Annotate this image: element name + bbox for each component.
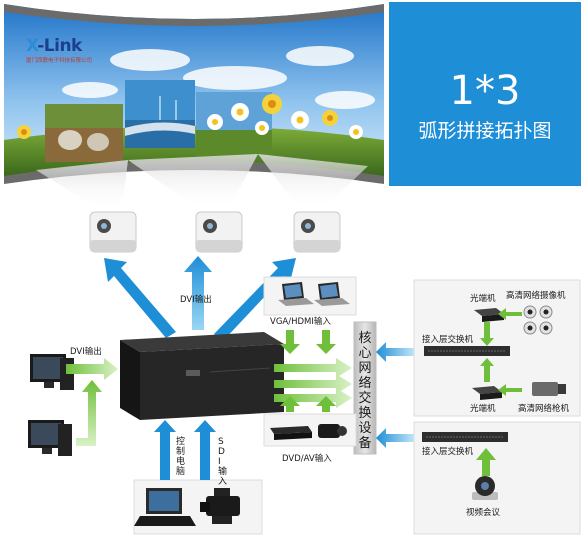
camera-sdi [200, 488, 240, 524]
arrows-vga-hdmi-down [280, 330, 336, 354]
optical-device-bottom [472, 386, 502, 400]
daisy-decorations [17, 94, 363, 139]
title-panel: 1*3 弧形拼接拓扑图 [389, 2, 581, 186]
logo-subtitle: 厦门西联电子科技有限公司 [26, 58, 93, 64]
conference-camera [472, 476, 498, 500]
logo-text: -Link [37, 36, 82, 56]
projector-right [293, 211, 341, 253]
arrow-lower-to-core [376, 428, 414, 448]
laptop-left [278, 282, 314, 306]
monitor-pc-bottom [28, 420, 72, 456]
inset-photo-daisies [196, 92, 272, 156]
arrow-sdi-up [194, 420, 216, 480]
access-switch-top [424, 346, 510, 356]
arrows-core-to-controller [274, 358, 352, 408]
bullet-camera [532, 382, 566, 396]
video-wall-controller [120, 332, 284, 420]
lower-access-group [413, 421, 581, 535]
inset-photo-lemurs [45, 104, 123, 162]
optical-label-1: 光端机 [470, 293, 496, 304]
vga-hdmi-group [263, 276, 357, 316]
logo-x: X [26, 36, 38, 56]
laptop-right [314, 282, 350, 306]
dvd-av-group [263, 413, 357, 447]
hd-gun-label: 高清网络枪机 [518, 403, 570, 414]
arrow-control-up [154, 420, 176, 480]
access-switch-label-1: 接入层交换机 [422, 334, 474, 345]
arrow-conf-up [476, 448, 496, 476]
dvd-player [270, 426, 312, 440]
camcorder-small [318, 424, 347, 438]
hd-camera-label: 高清网络摄像机 [506, 290, 566, 301]
company-logo: X-Link 厦门西联电子科技有限公司 [26, 36, 126, 64]
dvd-av-input-label: DVD/AV输入 [282, 453, 332, 464]
arrows-upper-group [480, 308, 522, 396]
core-switch-label: 核心网络交换设备 [358, 331, 371, 451]
projector-left [89, 211, 137, 253]
core-switch-bar [353, 321, 377, 455]
laptop-control [134, 488, 196, 526]
optical-label-2: 光端机 [470, 403, 496, 414]
dvi-output-top-label: DVI输出 [180, 294, 212, 305]
arrow-to-projector-center [184, 256, 212, 330]
vga-hdmi-input-label: VGA/HDMI输入 [270, 316, 331, 327]
arrow-to-projector-left [104, 258, 176, 338]
arrow-upper-to-core [376, 342, 414, 362]
access-switch-label-2: 接入层交换机 [422, 446, 474, 457]
arrows-dvd-up [280, 396, 336, 412]
dvi-output-left-label: DVI输出 [70, 346, 102, 357]
dome-cameras [523, 305, 553, 335]
control-pc-label: 控制电脑 [176, 435, 185, 477]
inset-photo-wind-turbines [125, 80, 195, 148]
bottom-input-group [133, 479, 263, 535]
projector-center [195, 211, 243, 253]
title-main: 1*3 [449, 68, 521, 114]
title-subtitle: 弧形拼接拓扑图 [418, 120, 552, 142]
video-conference-label: 视频会议 [466, 507, 501, 518]
projection-beams [36, 154, 368, 210]
optical-device-top [474, 308, 504, 322]
arrow-dvi-left [66, 358, 118, 446]
upper-access-group [413, 279, 581, 417]
access-switch-bottom [422, 432, 508, 442]
